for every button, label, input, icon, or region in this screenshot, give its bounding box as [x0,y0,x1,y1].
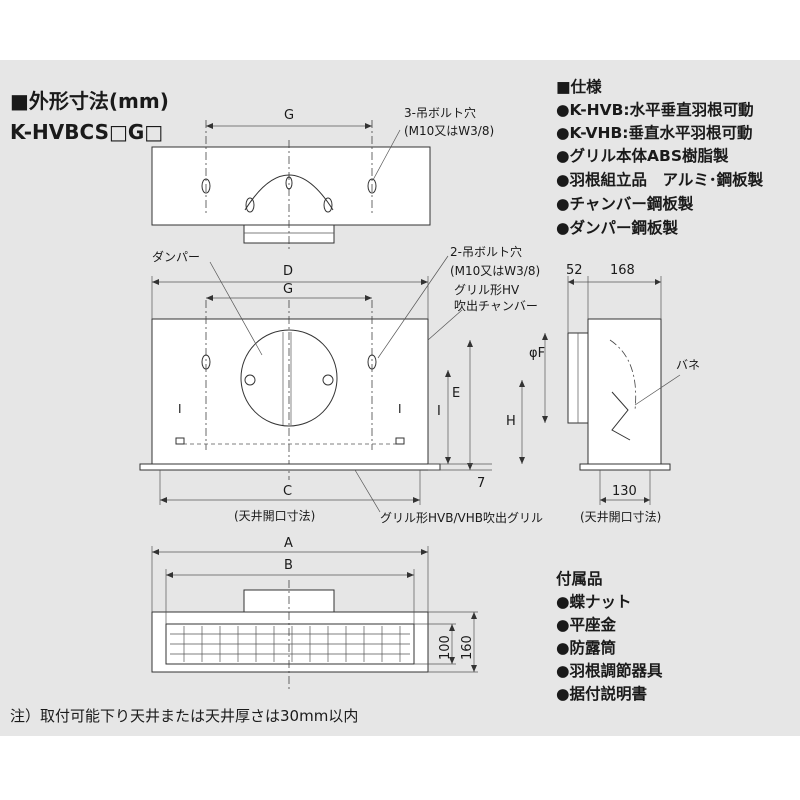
dim-front-d: D [283,264,294,279]
chamber-body [151,318,429,465]
top-view-body [151,146,431,226]
label-bolt3: 3-吊ボルト穴 [404,106,476,120]
label-bolt2: 2-吊ボルト穴 [450,245,522,259]
grille-flange [139,463,441,471]
side-view [519,276,681,505]
label-damper: ダンパー [152,250,201,264]
section-mark-right: I [398,402,402,416]
spec-item: ●K-VHB:垂直水平羽根可動 [556,124,753,142]
dim-side-130: 130 [612,484,637,499]
accessory-item: ●羽根調節器具 [556,662,663,680]
label-grille-hvb: グリル形HVB/VHB吹出グリル [380,511,543,525]
dim-front-e: E [452,386,461,401]
bottom-view [151,546,478,690]
section-mark-left: I [178,402,182,416]
spec-item: ●ダンパー鋼板製 [556,219,679,237]
dim-side-168: 168 [610,263,635,278]
dim-top-g: G [284,108,295,123]
specs-heading: ■仕様 [556,78,602,96]
spec-item: ●K-HVB:水平垂直羽根可動 [556,101,754,119]
page-title: ■外形寸法(mm) [10,89,169,113]
label-bolt2-spec: (M10又はW3/8) [450,264,541,278]
accessory-item: ●平座金 [556,616,617,634]
front-view [139,255,492,513]
label-grille-hv-2: 吹出チャンバー [454,299,538,313]
label-spring: バネ [676,358,701,372]
duct-opening [240,329,338,427]
damper-swing-arc [244,174,334,211]
dim-front-i: I [437,404,441,419]
dim-side-phif: φF [529,346,546,361]
grille-louvers [170,626,410,662]
accessory-item: ●蝶ナット [556,593,632,611]
accessories-heading: 付属品 [556,570,603,588]
footnote: 注）取付可能下り天井または天井厚さは30mm以内 [10,707,359,725]
dim-front-g: G [283,282,294,297]
dim-front-c: C [283,484,293,499]
accessory-item: ●防露筒 [556,639,617,657]
dim-front-7: 7 [477,476,486,491]
accessory-item: ●据付説明書 [556,685,648,703]
spec-item: ●羽根組立品 アルミ･鋼板製 [556,171,764,189]
dim-bottom-a: A [284,536,293,551]
spec-item: ●グリル本体ABS樹脂製 [556,147,729,165]
dim-bottom-100: 100 [438,635,453,660]
label-bolt3-spec: (M10又はW3/8) [404,124,495,138]
dim-bottom-b: B [284,558,293,573]
dim-side-52: 52 [566,263,583,278]
label-ceiling-open-front: (天井開口寸法) [234,509,316,523]
spec-item: ●チャンバー鋼板製 [556,195,694,213]
model-number: K-HVBCS□G□ [10,120,164,144]
side-chamber [587,318,662,465]
label-grille-hv-1: グリル形HV [454,283,520,297]
dim-side-h: H [506,414,516,429]
label-ceiling-open-side: (天井開口寸法) [580,510,662,524]
top-view [151,120,431,250]
dim-bottom-160: 160 [460,635,475,660]
